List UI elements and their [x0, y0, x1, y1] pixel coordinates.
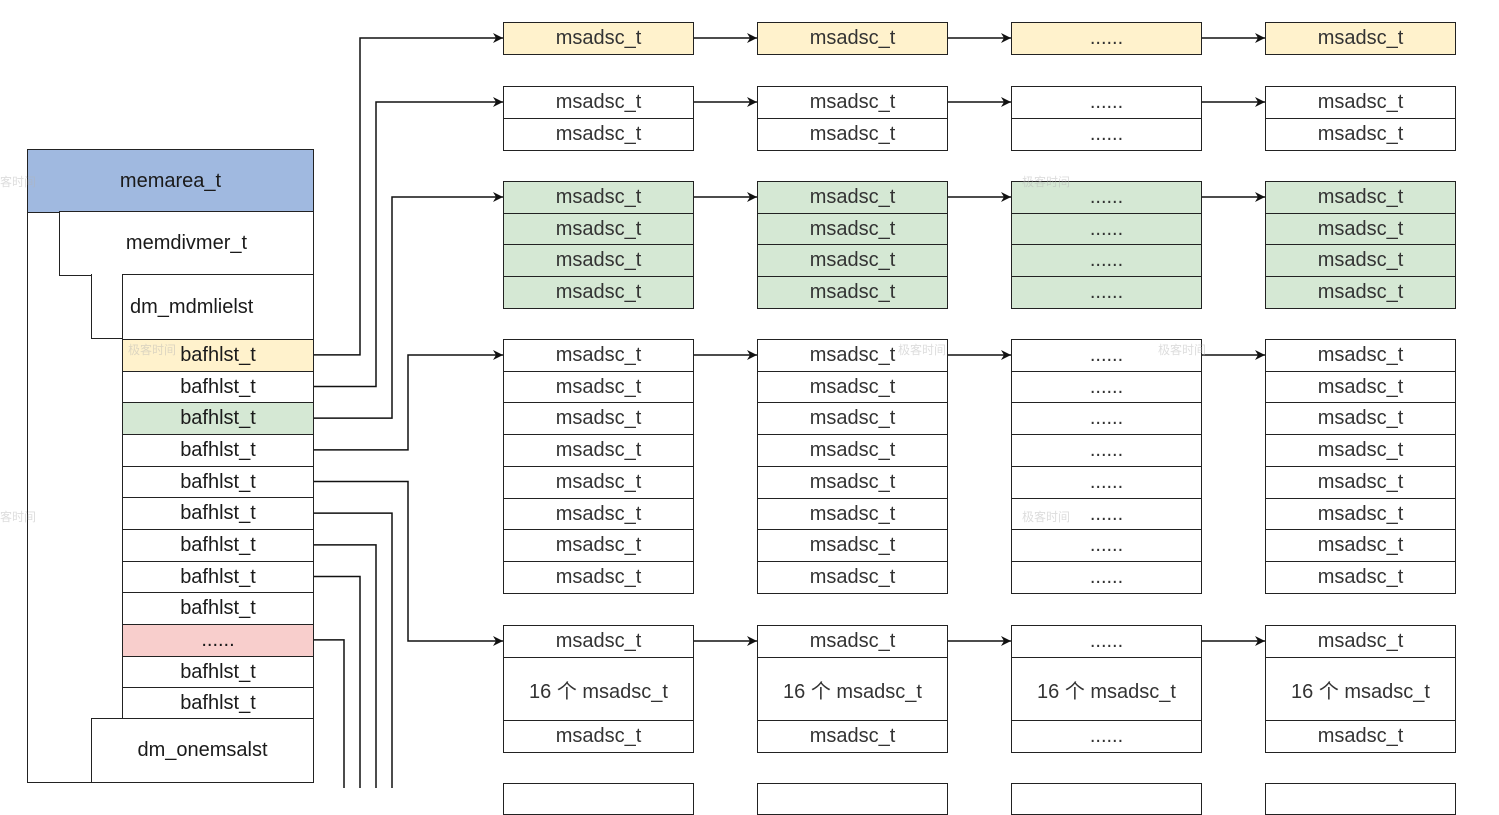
msadsc-cell: msadsc_t [757, 339, 948, 373]
memdivmer-label: memdivmer_t [125, 232, 248, 254]
msadsc-cell: msadsc_t [503, 276, 694, 310]
msadsc-cell: msadsc_t [503, 181, 694, 215]
msadsc-cell: msadsc_t [1265, 625, 1456, 659]
bafhlst-row: ...... [122, 624, 314, 658]
bafhlst-row: bafhlst_t [122, 592, 314, 626]
bafhlst-link-arrow [314, 33, 503, 356]
msadsc-cell: msadsc_t [503, 117, 694, 151]
msadsc-cell: msadsc_t [503, 370, 694, 404]
msadsc-cell: msadsc_t [757, 720, 948, 754]
bafhlst-link-arrow [314, 97, 503, 388]
msadsc-cell: msadsc_t [1265, 22, 1456, 56]
msadsc-cell: ...... [1011, 276, 1202, 310]
mdmlielst-label: dm_mdmlielst [130, 295, 254, 318]
msadsc-cell: msadsc_t [1265, 465, 1456, 499]
bafhlst-row: bafhlst_t [122, 687, 314, 721]
msadsc-cell: msadsc_t [503, 560, 694, 595]
msadsc-cell: ...... [1011, 370, 1202, 404]
bafhlst-link-arrow [314, 480, 503, 646]
memory-structure-diagram: memarea_t memdivmer_t dm_mdmlielst bafhl… [0, 22, 1456, 815]
msadsc-cell: msadsc_t [757, 117, 948, 151]
msadsc-cell: 16 个 msadsc_t [503, 656, 694, 722]
bafhlst-row: bafhlst_t [122, 497, 314, 531]
msadsc-cell: msadsc_t [1265, 720, 1456, 754]
memdivmer-box: memdivmer_t [59, 211, 314, 276]
msadsc-cell: msadsc_t [503, 402, 694, 436]
msadsc-cell: msadsc_t [757, 560, 948, 595]
msadsc-cell: msadsc_t [1265, 560, 1456, 595]
msadsc-cell: msadsc_t [757, 497, 948, 531]
watermark: 极客时间 [128, 343, 177, 357]
msadsc-cell: 16 个 msadsc_t [1265, 656, 1456, 722]
msadsc-cell: msadsc_t [503, 625, 694, 659]
bafhlst-row: bafhlst_t [122, 655, 314, 689]
msadsc-cell: msadsc_t [503, 720, 694, 754]
msadsc-cell: msadsc_t [1265, 212, 1456, 246]
bafhlst-row: bafhlst_t [122, 370, 314, 404]
bafhlst-link-arrow [314, 192, 503, 419]
msadsc-cell: msadsc_t [503, 244, 694, 278]
watermark: 极客时间 [1022, 175, 1071, 189]
connector-lines [314, 33, 1265, 788]
msadsc-cell: msadsc_t [503, 465, 694, 499]
msadsc-cell: ...... [1011, 625, 1202, 659]
msadsc-cell: msadsc_t [757, 181, 948, 215]
msadsc-cell: ...... [1011, 720, 1202, 754]
msadsc-cell: msadsc_t [1265, 497, 1456, 531]
msadsc-cell: msadsc_t [1265, 117, 1456, 151]
watermark: 极客时间 [0, 175, 37, 189]
msadsc-cell: msadsc_t [757, 212, 948, 246]
msadsc-cell: msadsc_t [757, 276, 948, 310]
onemsalst-label: dm_onemsalst [137, 739, 268, 761]
msadsc-cell: msadsc_t [757, 465, 948, 499]
msadsc-cell: msadsc_t [757, 244, 948, 278]
bafhlst-link-line [314, 544, 377, 788]
bafhlst-link-line [314, 639, 345, 788]
msadsc-cell: msadsc_t [1265, 181, 1456, 215]
bafhlst-row: bafhlst_t [122, 339, 314, 373]
watermark: 极客时间 [0, 510, 37, 524]
onemsalst-box: dm_onemsalst [91, 718, 314, 783]
msadsc-cell: msadsc_t [757, 370, 948, 404]
msadsc-cell: ...... [1011, 117, 1202, 151]
msadsc-cell: msadsc_t [757, 402, 948, 436]
msadsc-cell: ...... [1011, 244, 1202, 278]
memarea-box: memarea_t [27, 149, 314, 213]
msadsc-cell: ...... [1011, 212, 1202, 246]
mdmlielst-box: dm_mdmlielst [122, 274, 314, 340]
msadsc-cell: ...... [1011, 560, 1202, 595]
msadsc-cell: msadsc_t [1265, 86, 1456, 120]
msadsc-cell: msadsc_t [1265, 276, 1456, 310]
msadsc-cell: msadsc_t [503, 22, 694, 56]
msadsc-cell: msadsc_t [503, 86, 694, 120]
watermark: 极客时间 [1158, 343, 1207, 357]
msadsc-cell: msadsc_t [503, 212, 694, 246]
watermark: 极客时间 [898, 343, 947, 357]
msadsc-cell: msadsc_t [1265, 529, 1456, 563]
msadsc-cell: ...... [1011, 22, 1202, 56]
watermark: 极客时间 [1022, 510, 1071, 524]
bafhlst-link-arrow [314, 350, 503, 451]
msadsc-cell: msadsc_t [503, 434, 694, 468]
msadsc-cell: ...... [1011, 339, 1202, 373]
bafhlst-link-line [314, 575, 361, 788]
msadsc-cell: msadsc_t [757, 22, 948, 56]
bafhlst-row: bafhlst_t [122, 529, 314, 563]
msadsc-cell: 16 个 msadsc_t [757, 656, 948, 722]
bafhlst-link-line [314, 512, 393, 788]
msadsc-cell: msadsc_t [1265, 402, 1456, 436]
msadsc-cell: msadsc_t [1265, 434, 1456, 468]
msadsc-cell: msadsc_t [757, 529, 948, 563]
msadsc-cell: msadsc_t [503, 529, 694, 563]
memarea-label: memarea_t [119, 169, 222, 192]
bafhlst-row: bafhlst_t [122, 465, 314, 499]
msadsc-cell: msadsc_t [503, 497, 694, 531]
msadsc-cell: ...... [1011, 181, 1202, 215]
